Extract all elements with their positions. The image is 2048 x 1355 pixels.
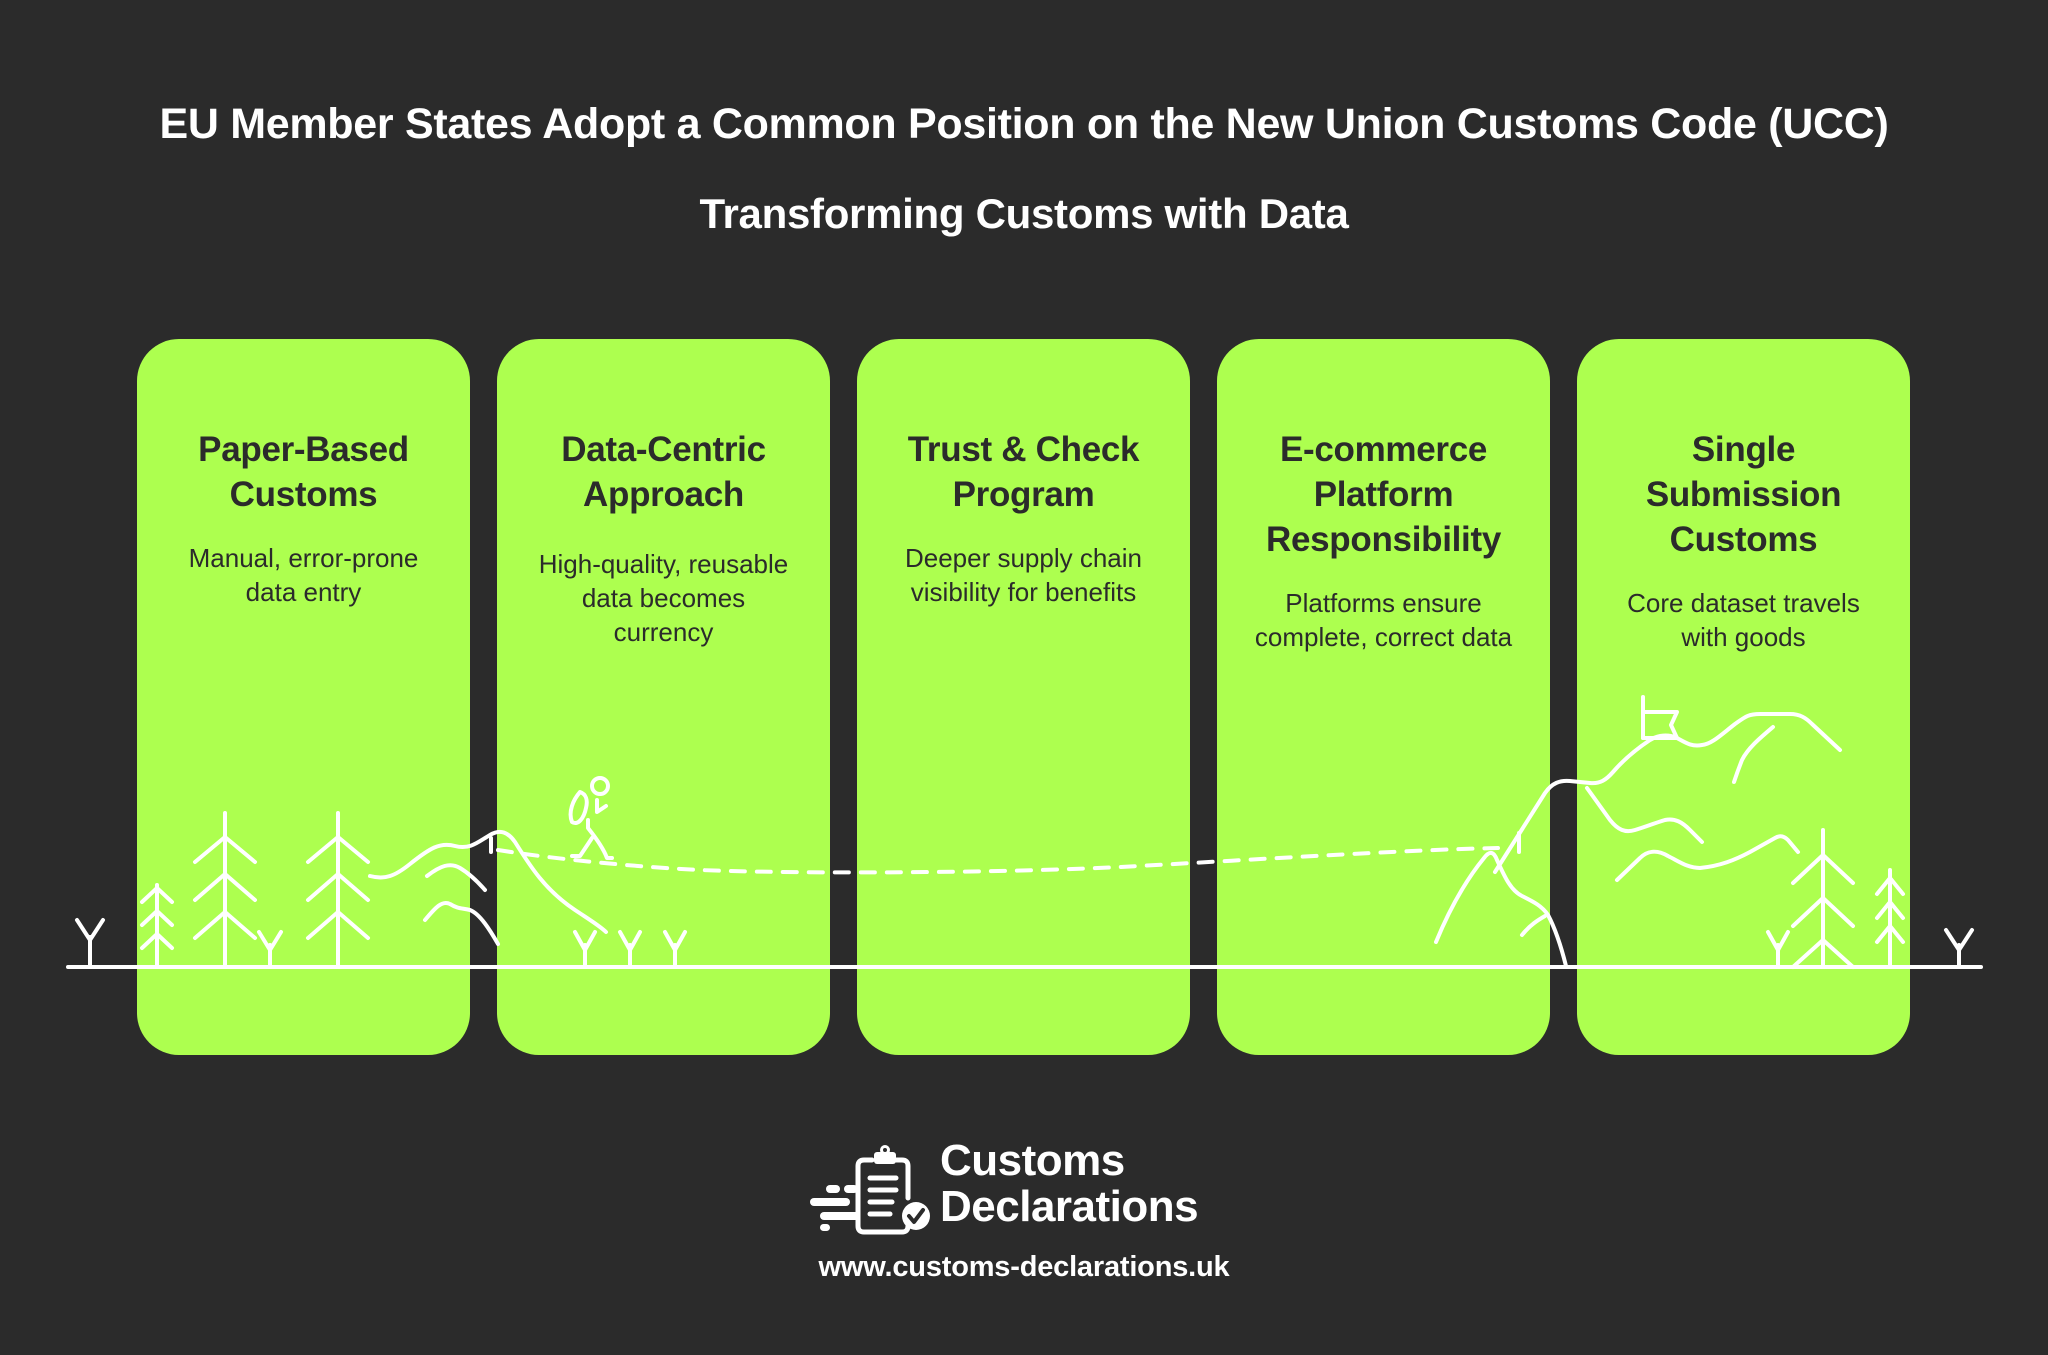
stage-card-trust-check: Trust & Check Program Deeper supply chai… (857, 339, 1190, 1055)
stage-title: Trust & Check Program (907, 430, 1140, 514)
stage-card-paper-based: Paper-Based Customs Manual, error-prone … (137, 339, 470, 1055)
stage-description: High-quality, reusable data becomes curr… (538, 549, 789, 647)
stage-card-data-centric: Data-Centric Approach High-quality, reus… (497, 339, 830, 1055)
stage-title: E-commerce Platform Responsibility (1265, 430, 1501, 559)
grass-sprout-icon (75, 918, 105, 969)
brand-logo: Customs Declarations (806, 1138, 1246, 1238)
stage-description: Deeper supply chain visibility for benef… (904, 543, 1143, 607)
stage-card-ecommerce: E-commerce Platform Responsibility Platf… (1217, 339, 1550, 1055)
infographic-subtitle: Transforming Customs with Data (699, 190, 1349, 237)
stage-description: Platforms ensure complete, correct data (1254, 588, 1513, 652)
website-url: www.customs-declarations.uk (818, 1251, 1230, 1283)
logo-text-line1: Customs (940, 1136, 1125, 1185)
logo-text-line2: Declarations (940, 1182, 1199, 1231)
stage-card-single-submission: Single Submission Customs Core dataset t… (1577, 339, 1910, 1055)
stage-title: Single Submission Customs (1645, 430, 1842, 559)
infographic-title: EU Member States Adopt a Common Position… (159, 100, 1889, 148)
stage-title: Paper-Based Customs (198, 430, 409, 514)
clipboard-check-icon (810, 1145, 930, 1235)
stage-title: Data-Centric Approach (561, 430, 766, 514)
stage-description: Core dataset travels with goods (1627, 588, 1860, 652)
stage-description: Manual, error-prone data entry (188, 543, 419, 607)
